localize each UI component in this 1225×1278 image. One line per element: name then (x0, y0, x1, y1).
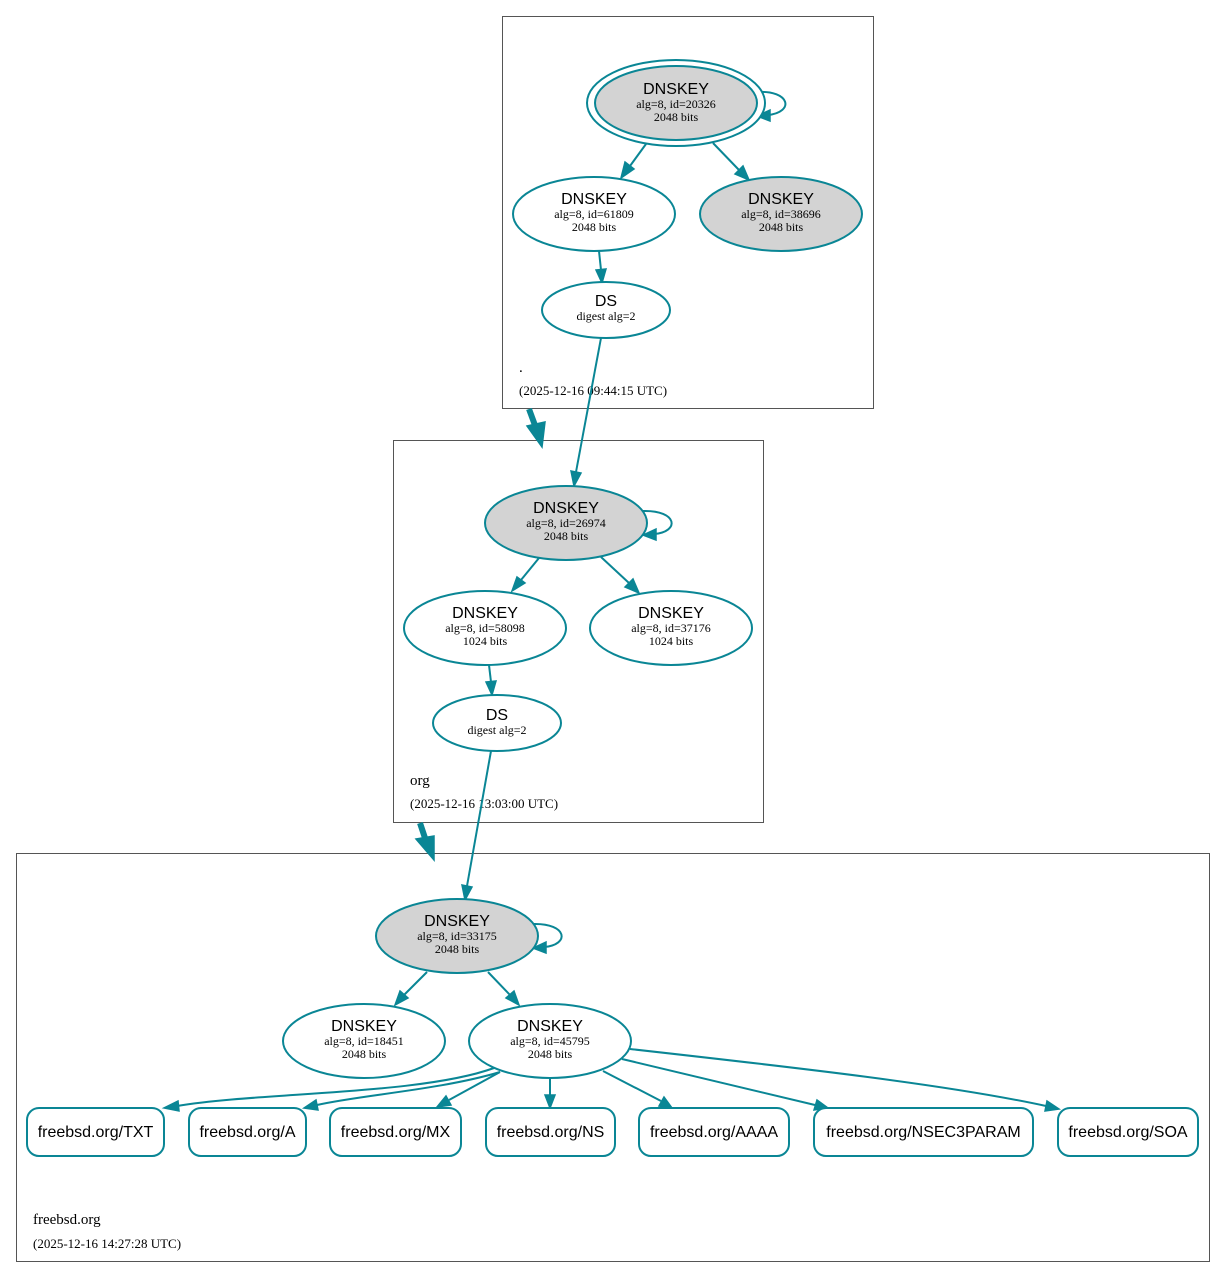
rrset-node-a[interactable]: freebsd.org/A (188, 1107, 307, 1157)
rrset-label: freebsd.org/TXT (38, 1124, 154, 1141)
dnskey-node-root-38696[interactable]: DNSKEY alg=8, id=38696 2048 bits (699, 176, 863, 252)
dnskey-node-freebsd-zsk-18451[interactable]: DNSKEY alg=8, id=18451 2048 bits (282, 1003, 446, 1079)
node-title: DNSKEY (517, 1018, 583, 1035)
dnskey-node-freebsd-ksk[interactable]: DNSKEY alg=8, id=33175 2048 bits (375, 898, 539, 974)
zone-timestamp-freebsd: (2025-12-16 14:27:28 UTC) (33, 1236, 181, 1251)
dnskey-node-root-zsk-61809[interactable]: DNSKEY alg=8, id=61809 2048 bits (512, 176, 676, 252)
rrset-node-mx[interactable]: freebsd.org/MX (329, 1107, 462, 1157)
rrset-label: freebsd.org/AAAA (650, 1124, 778, 1141)
node-bits: 1024 bits (649, 634, 694, 648)
rrset-label: freebsd.org/SOA (1068, 1124, 1188, 1141)
rrset-label: freebsd.org/NSEC3PARAM (826, 1124, 1020, 1141)
edge-org-zsk1-ds (488, 664, 492, 683)
edge-fb-zsk2-aaaa (602, 1070, 662, 1102)
edge-fb-ksk-self (532, 922, 563, 948)
rrset-node-nsec3param[interactable]: freebsd.org/NSEC3PARAM (813, 1107, 1034, 1157)
edge-fb-zsk2-soa (629, 1048, 1047, 1107)
node-alg: alg=8, id=20326 (636, 97, 716, 111)
rrset-node-soa[interactable]: freebsd.org/SOA (1057, 1107, 1199, 1157)
node-alg: alg=8, id=26974 (526, 516, 606, 530)
rrset-label: freebsd.org/NS (497, 1124, 605, 1141)
edge-org-ksk-self (642, 509, 673, 535)
rrset-label: freebsd.org/A (199, 1124, 295, 1141)
ds-node-root[interactable]: DS digest alg=2 (541, 281, 671, 339)
dnskey-node-org-zsk-37176[interactable]: DNSKEY alg=8, id=37176 1024 bits (589, 590, 753, 666)
node-alg: alg=8, id=37176 (631, 621, 711, 635)
zone-label-org: org (410, 773, 430, 789)
rrset-node-aaaa[interactable]: freebsd.org/AAAA (638, 1107, 790, 1157)
delegation-arrowhead-org-freebsd (414, 835, 435, 863)
node-alg: digest alg=2 (576, 309, 635, 323)
node-alg: alg=8, id=18451 (324, 1034, 404, 1048)
delegation-arrowhead-root-org (525, 421, 546, 450)
zone-label-freebsd: freebsd.org (33, 1212, 101, 1228)
dnskey-node-freebsd-zsk-45795[interactable]: DNSKEY alg=8, id=45795 2048 bits (468, 1003, 632, 1079)
ds-node-org[interactable]: DS digest alg=2 (432, 694, 562, 752)
zone-label-root: . (519, 360, 523, 376)
node-bits: 2048 bits (435, 942, 480, 956)
dnskey-node-org-ksk[interactable]: DNSKEY alg=8, id=26974 2048 bits (484, 485, 648, 561)
edge-org-ksk-zsk2 (600, 556, 630, 584)
rrset-node-txt[interactable]: freebsd.org/TXT (26, 1107, 165, 1157)
edge-root-ksk-zsk1 (629, 143, 647, 167)
node-alg: alg=8, id=58098 (445, 621, 525, 635)
edge-fb-zsk2-nsec3param (621, 1058, 816, 1106)
dnskey-node-org-zsk-58098[interactable]: DNSKEY alg=8, id=58098 1024 bits (403, 590, 567, 666)
node-bits: 2048 bits (528, 1047, 573, 1061)
node-bits: 2048 bits (544, 529, 589, 543)
rrset-label: freebsd.org/MX (341, 1124, 451, 1141)
node-title: DNSKEY (331, 1018, 397, 1035)
edge-fb-ksk-zsk2 (487, 971, 511, 996)
node-alg: alg=8, id=38696 (741, 207, 821, 221)
node-alg: alg=8, id=61809 (554, 207, 634, 221)
edge-root-zsk1-ds (598, 250, 602, 271)
node-title: DNSKEY (638, 605, 704, 622)
edge-org-ksk-zsk1 (520, 557, 540, 581)
node-bits: 2048 bits (572, 220, 617, 234)
node-title: DNSKEY (452, 605, 518, 622)
node-title: DNSKEY (643, 81, 709, 98)
node-alg: alg=8, id=45795 (510, 1034, 590, 1048)
node-title: DS (486, 707, 508, 724)
node-title: DNSKEY (561, 191, 627, 208)
rrset-node-ns[interactable]: freebsd.org/NS (485, 1107, 616, 1157)
node-bits: 2048 bits (654, 110, 699, 124)
node-bits: 2048 bits (342, 1047, 387, 1061)
node-alg: alg=8, id=33175 (417, 929, 497, 943)
zone-timestamp-org: (2025-12-16 13:03:00 UTC) (410, 796, 558, 811)
edge-root-ksk-zsk2 (712, 142, 740, 171)
edge-fb-zsk2-a (316, 1071, 501, 1106)
node-bits: 1024 bits (463, 634, 508, 648)
edge-root-ds-org-ksk (575, 337, 602, 473)
dnskey-node-root-ksk[interactable]: DNSKEY alg=8, id=20326 2048 bits (586, 59, 766, 147)
zone-timestamp-root: (2025-12-16 09:44:15 UTC) (519, 383, 667, 398)
edge-fb-zsk2-txt (176, 1067, 495, 1107)
node-title: DNSKEY (748, 191, 814, 208)
node-alg: digest alg=2 (467, 723, 526, 737)
edge-org-ds-freebsd-ksk (466, 750, 492, 887)
edge-fb-ksk-zsk1 (403, 971, 428, 996)
node-bits: 2048 bits (759, 220, 804, 234)
node-title: DNSKEY (533, 500, 599, 517)
node-title: DS (595, 293, 617, 310)
node-title: DNSKEY (424, 913, 490, 930)
edge-root-ksk-self (756, 90, 787, 116)
edge-fb-zsk2-mx (448, 1071, 501, 1101)
